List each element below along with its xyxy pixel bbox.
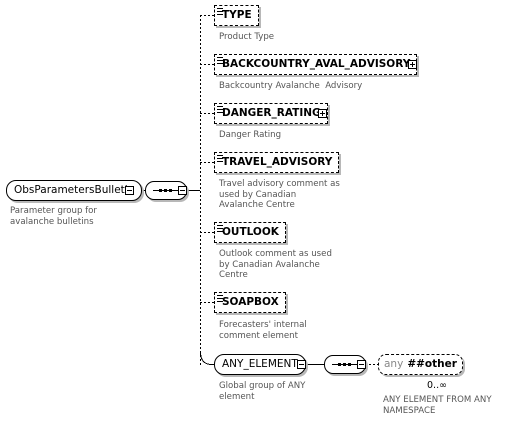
annotation-wildcard: ANY ELEMENT FROM ANY NAMESPACE [383,395,492,416]
element-lines-icon [217,155,223,162]
wildcard-keyword: any [384,358,404,370]
wildcard-namespace: ##other [407,358,457,370]
annotation-type: Product Type [219,32,275,42]
branch-any-element [200,351,214,365]
root-group-name: ObsParametersBulletin [14,184,135,196]
annotation-danger-rating: Danger Rating [219,130,282,140]
annotation-outlook: Outlook comment as used by Canadian Aval… [219,249,332,280]
root-group-box[interactable]: ObsParametersBulletin [6,180,143,201]
sequence-compositor-icon[interactable] [324,355,366,374]
element-lines-icon [217,225,223,232]
element-type[interactable]: TYPE [214,5,259,26]
element-danger-rating[interactable]: DANGER_RATING [214,103,328,124]
element-soapbox[interactable]: SOAPBOX [214,292,286,313]
annotation-any-element: Global group of ANY element [219,381,306,402]
collapse-minus-icon[interactable] [297,360,306,369]
element-lines-icon [217,57,223,64]
expand-plus-icon[interactable] [408,60,417,69]
element-outlook[interactable]: OUTLOOK [214,222,286,243]
collapse-minus-icon[interactable] [125,186,134,195]
wildcard-cardinality: 0..∞ [427,380,447,391]
wildcard-any-box[interactable]: any##other [378,354,463,375]
root-annotation: Parameter group for avalanche bulletins [10,206,97,227]
element-lines-icon [217,106,223,113]
element-backcountry-aval-advisory[interactable]: BACKCOUNTRY_AVAL_ADVISORY [214,54,418,75]
element-lines-icon [217,295,223,302]
element-travel-advisory[interactable]: TRAVEL_ADVISORY [214,152,340,173]
expand-plus-icon[interactable] [318,109,327,118]
annotation-backcountry: Backcountry Avalanche Advisory [219,81,363,91]
any-element-group-box[interactable]: ANY_ELEMENT [214,354,306,375]
element-lines-icon [217,8,223,15]
annotation-soapbox: Forecasters' internal comment element [219,320,307,341]
collapse-minus-icon[interactable] [178,186,187,195]
collapse-minus-icon[interactable] [357,360,366,369]
annotation-travel-advisory: Travel advisory comment as used by Canad… [219,179,340,210]
